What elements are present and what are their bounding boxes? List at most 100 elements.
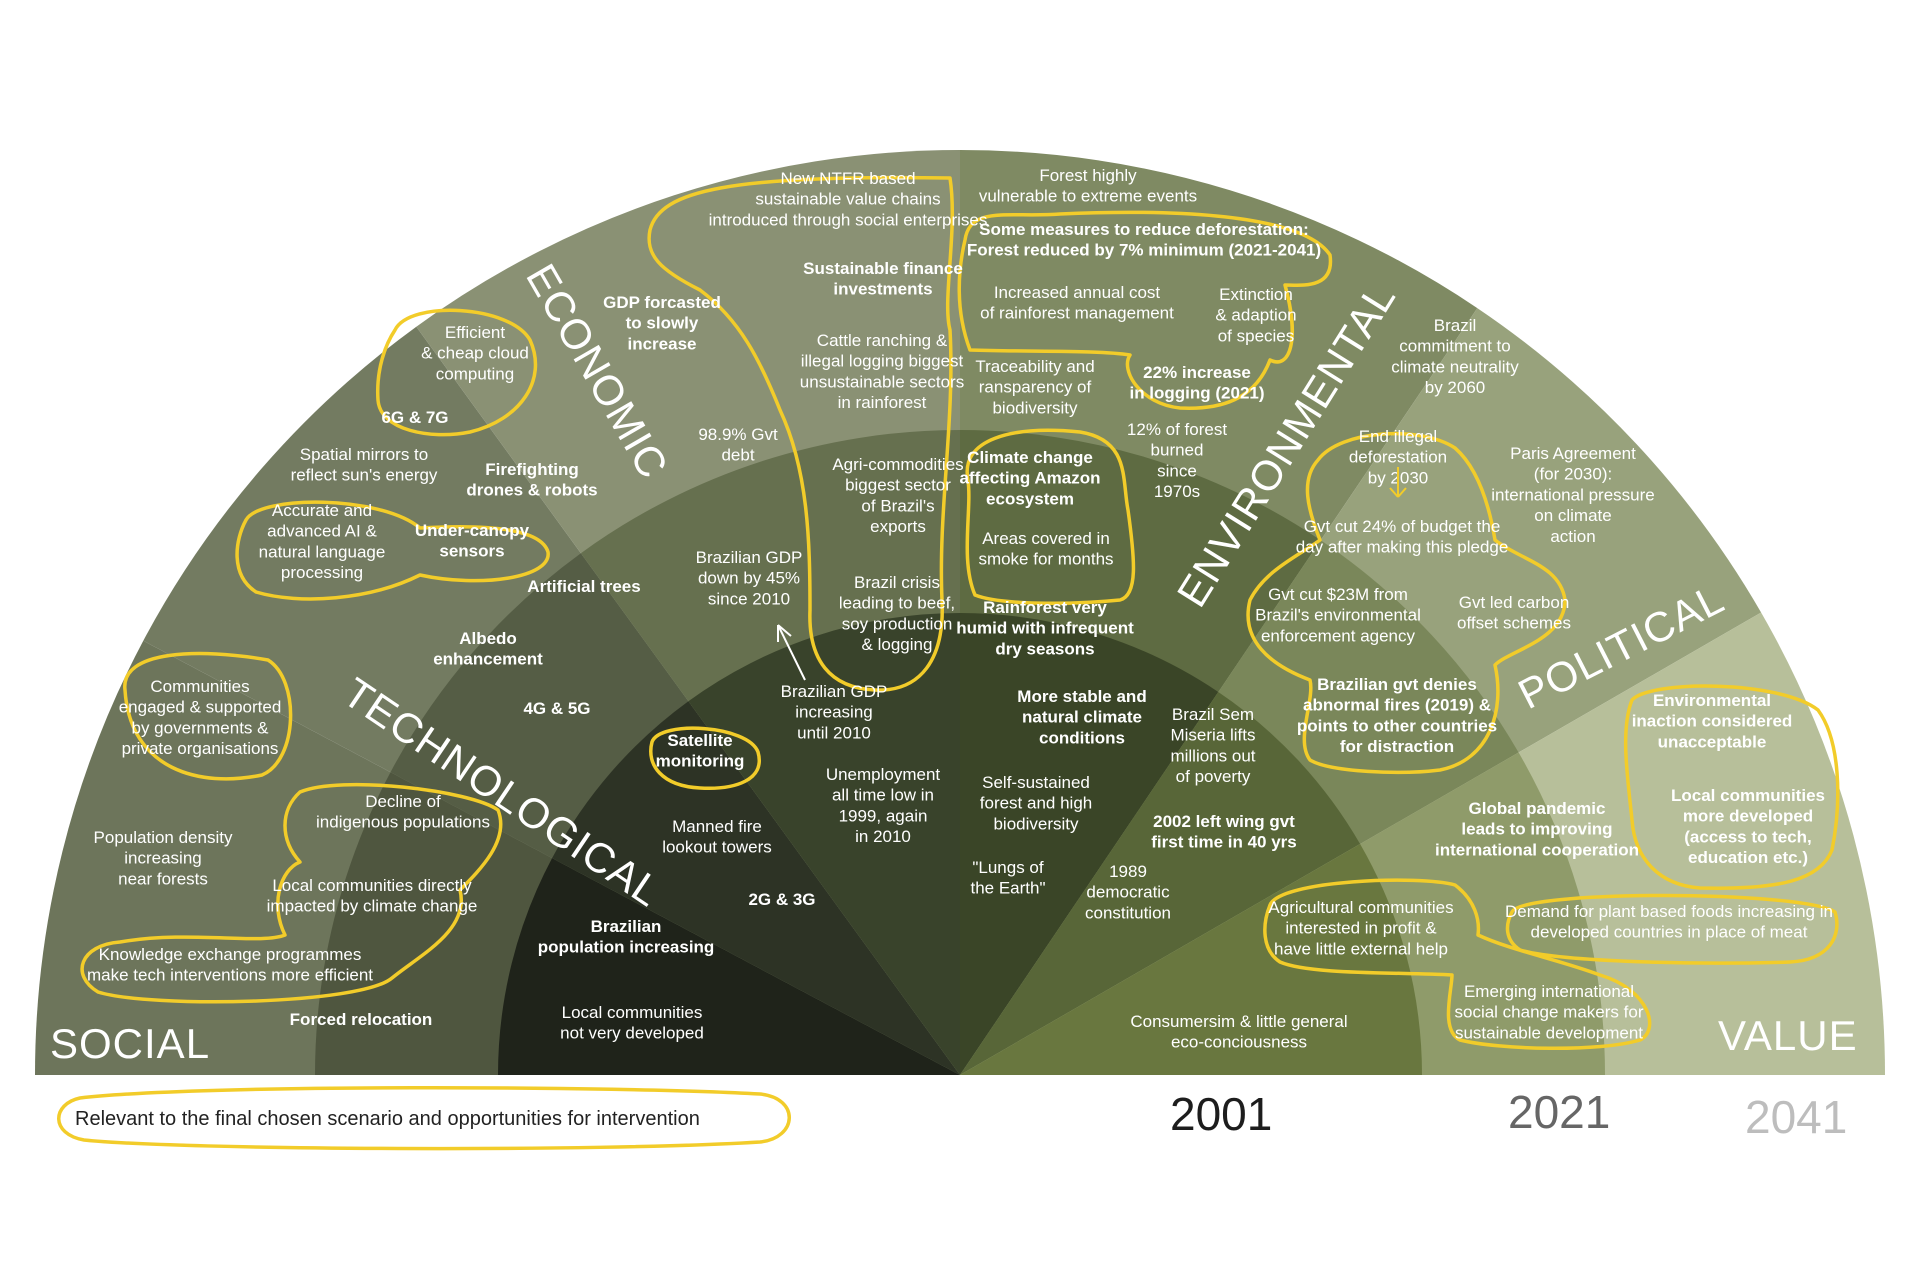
label-econ-cattle-ranching: Cattle ranching &illegal logging biggest… — [800, 331, 964, 412]
label-line: Knowledge exchange programmes — [99, 945, 362, 964]
label-line: population increasing — [538, 938, 715, 957]
label-line: enhancement — [433, 650, 543, 669]
label-line: by 2060 — [1425, 378, 1486, 397]
label-line: natural language — [259, 542, 386, 561]
label-line: Spatial mirrors to — [300, 445, 428, 464]
label-line: conditions — [1039, 728, 1125, 747]
label-line: biodiversity — [993, 814, 1079, 833]
label-line: "Lungs of — [972, 858, 1044, 877]
label-line: indigenous populations — [316, 813, 490, 832]
hl-cloud-computing — [375, 308, 538, 437]
label-line: 1970s — [1154, 482, 1200, 501]
label-line: investments — [833, 280, 932, 299]
label-line: since — [1157, 461, 1197, 480]
label-pol-denies-fires: Brazilian gvt denies abnormal fires (2019… — [1297, 675, 1497, 756]
label-line: Local communities directly — [272, 876, 472, 895]
sector-value-ring-1 — [960, 844, 1422, 1075]
hl-agri-change-makers — [1263, 878, 1652, 1050]
label-pol-paris: Paris Agreement(for 2030):international … — [1491, 444, 1654, 546]
label-line: 1989 — [1109, 862, 1147, 881]
label-line: by governments & — [131, 718, 269, 737]
sector-political-ring-1 — [960, 692, 1361, 1075]
label-line: Satellite — [667, 731, 732, 750]
label-line: Brazilian gvt denies — [1317, 675, 1477, 694]
label-line: inaction considered — [1632, 712, 1793, 731]
label-line: advanced AI & — [267, 522, 377, 541]
hl-communities-engaged — [123, 651, 293, 781]
label-env-lungs: "Lungs of the Earth" — [970, 858, 1045, 898]
label-line: sensors — [439, 542, 504, 561]
label-line: Unemployment — [826, 765, 941, 784]
hl-social-cluster — [80, 782, 503, 1004]
label-line: education etc.) — [1688, 848, 1808, 867]
label-line: Brazil crisis — [854, 573, 940, 592]
label-line: Local communities — [1671, 786, 1825, 805]
label-line: Forced relocation — [290, 1010, 433, 1029]
label-line: climate neutrality — [1391, 357, 1519, 376]
label-line: 1999, again — [839, 806, 928, 825]
hl-climate-smoke — [965, 428, 1136, 606]
label-line: deforestation — [1349, 448, 1447, 467]
label-tech-4g-5g: 4G & 5G — [523, 699, 590, 718]
label-line: 12% of forest — [1127, 420, 1227, 439]
label-line: sustainable development — [1455, 1023, 1643, 1042]
label-line: Communities — [150, 677, 249, 696]
label-line: of poverty — [1176, 767, 1251, 786]
label-line: dry seasons — [995, 639, 1094, 658]
label-line: Emerging international — [1464, 982, 1634, 1001]
label-line: Accurate and — [272, 501, 372, 520]
label-line: millions out — [1170, 746, 1255, 765]
label-tech-6g-7g: 6G & 7G — [381, 408, 448, 427]
label-line: the Earth" — [970, 879, 1045, 898]
label-line: humid with infrequent — [956, 619, 1134, 638]
label-line: Brazil Sem — [1172, 705, 1254, 724]
label-line: social change makers for — [1455, 1003, 1644, 1022]
label-line: Manned fire — [672, 817, 762, 836]
label-line: of species — [1218, 326, 1295, 345]
label-line: Brazilian GDP — [696, 548, 803, 567]
label-line: New NTFR based — [780, 169, 915, 188]
label-line: (for 2030): — [1534, 465, 1612, 484]
label-line: drones & robots — [466, 481, 597, 500]
label-line: Gvt cut $23M from — [1268, 585, 1408, 604]
label-line: ecosystem — [986, 489, 1074, 508]
label-val-change-makers: Emerging international social change make… — [1455, 982, 1644, 1042]
label-env-measures-deforestation: Some measures to reduce deforestation:Fo… — [967, 220, 1321, 260]
label-line: make tech interventions more efficient — [87, 966, 373, 985]
label-line: Traceability and — [975, 357, 1094, 376]
label-line: Artificial trees — [527, 577, 640, 596]
label-line: action — [1550, 527, 1595, 546]
hl-plant-based — [1505, 893, 1839, 965]
label-line: all time low in — [832, 786, 934, 805]
label-line: in rainforest — [838, 393, 927, 412]
label-line: Brazil — [1434, 316, 1477, 335]
label-line: debt — [721, 446, 754, 465]
label-line: to slowly — [626, 314, 699, 333]
label-line: abnormal fires (2019) & — [1303, 696, 1491, 715]
label-line: of Brazil's — [861, 496, 934, 515]
label-line: forest and high — [980, 794, 1092, 813]
legend-highlight-outline — [57, 1085, 791, 1151]
